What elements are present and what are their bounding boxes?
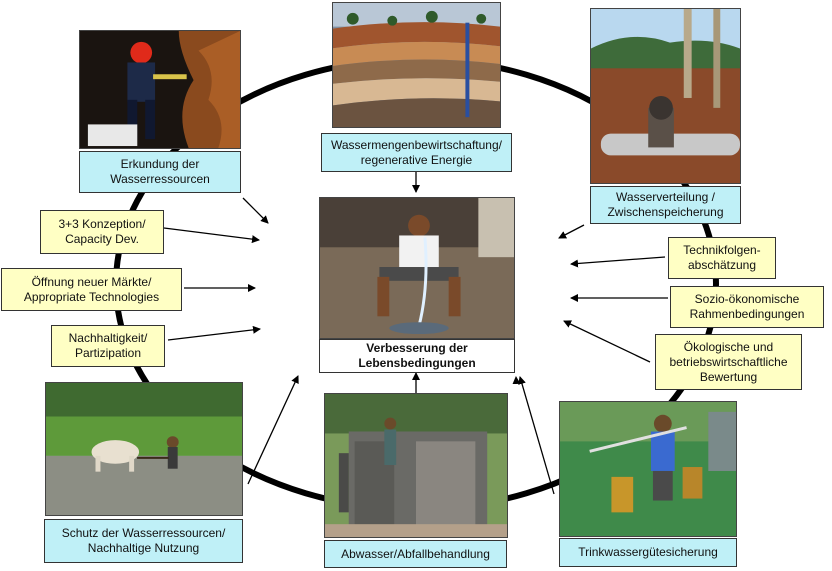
node-wassermengen: Wassermengenbewirtschaftung/ regenerativ…	[321, 133, 512, 172]
factor-oekologisch: Ökologische und betriebswirtschaftliche …	[655, 334, 802, 390]
factor-sozio: Sozio-ökonomische Rahmenbedingungen	[670, 286, 824, 328]
node-schutz: Schutz der Wasserressourcen/ Nachhaltige…	[44, 519, 243, 563]
arrow-wasserverteilung	[558, 224, 585, 239]
arrow-trinkwasser	[518, 376, 555, 495]
node-erkundung: Erkundung der Wasserressourcen	[79, 151, 241, 193]
factor-maerkte: Öffnung neuer Märkte/ Appropriate Techno…	[1, 268, 182, 311]
arrow-nachhaltigkeit	[167, 325, 261, 341]
man-drinking-water-photo	[319, 197, 515, 339]
wastewater-tank-photo	[324, 393, 508, 538]
pipe-valve-photo	[590, 8, 741, 184]
arrow-schutz	[247, 375, 299, 485]
rice-field-ox-photo	[45, 382, 243, 516]
arrow-konzeption	[163, 227, 260, 244]
factor-nachhaltigkeit: Nachhaltigkeit/ Partizipation	[51, 325, 165, 367]
arrow-oekologisch	[563, 320, 651, 363]
cave-explorer-photo	[79, 30, 241, 149]
factor-konzeption: 3+3 Konzeption/ Capacity Dev.	[40, 210, 164, 254]
node-trinkwasser: Trinkwassergütesicherung	[559, 538, 737, 567]
arrow-technikfolgen	[570, 256, 666, 268]
arrow-abwasser-right	[512, 376, 521, 385]
water-sampling-photo	[559, 401, 737, 537]
node-abwasser: Abwasser/Abfallbehandlung	[324, 540, 507, 568]
arrows	[163, 172, 668, 495]
arrow-erkundung	[242, 197, 269, 224]
factor-technikfolgen: Technikfolgen-abschätzung	[668, 237, 776, 279]
geology-model-photo	[332, 2, 501, 128]
node-wasserverteilung: Wasserverteilung / Zwischenspeicherung	[590, 186, 741, 224]
center-goal: Verbesserung der Lebensbedingungen	[319, 339, 515, 373]
